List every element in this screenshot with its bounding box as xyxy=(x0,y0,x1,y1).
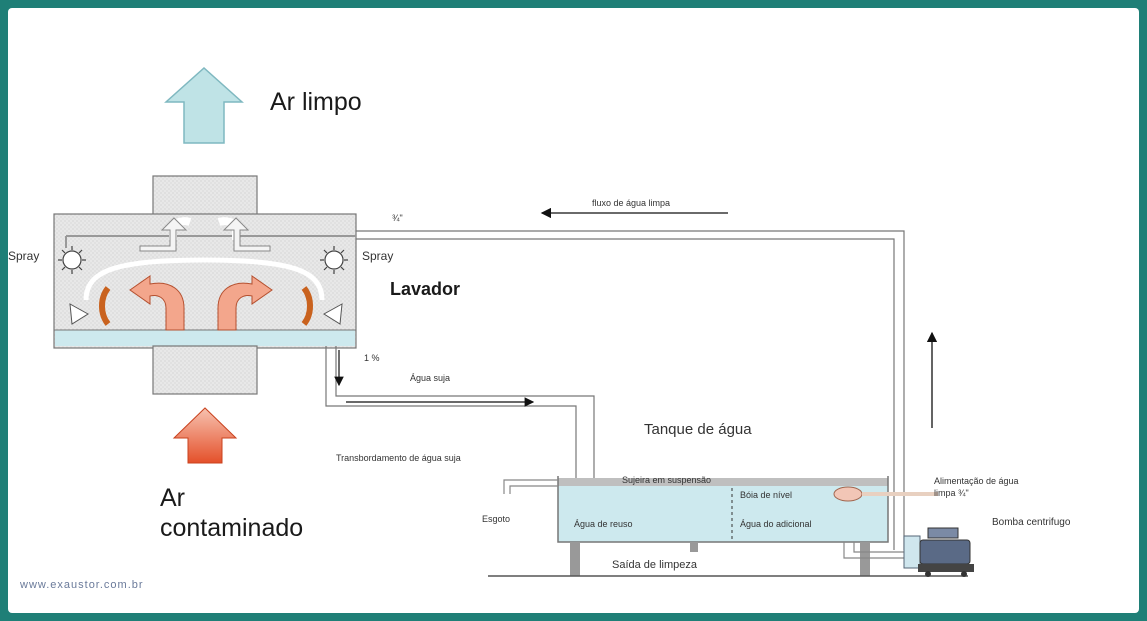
water-tank-label: Tanque de água xyxy=(644,421,752,438)
clean-water-flow-label: fluxo de água limpa xyxy=(592,198,671,208)
contaminated-air-label-line1: Ar xyxy=(160,484,185,512)
scrubber-label: Lavador xyxy=(390,279,461,299)
dirty-water-label: Água suja xyxy=(410,373,451,383)
scrubber-outlet-stack xyxy=(152,175,258,221)
dirty-water-pipe xyxy=(325,346,595,500)
centrifugal-pump xyxy=(903,527,974,577)
contaminated-air-arrow xyxy=(172,407,238,464)
dirty-water-pct-label: 1 % xyxy=(364,353,380,363)
scrubber-inlet-stack xyxy=(152,345,258,395)
reuse-water-label: Água de reuso xyxy=(574,519,633,529)
clean-air-arrow xyxy=(164,66,244,144)
internal-airflow-arrow-left xyxy=(129,275,185,331)
added-water-label: Água do adicional xyxy=(740,519,812,529)
suspended-dirt-layer xyxy=(558,478,888,486)
clean-water-feed-label-line2: limpa ¾" xyxy=(934,488,969,498)
dirty-overflow-label: Transbordamento de água suja xyxy=(336,453,461,463)
diagram-frame: Ar limpo Ar contaminado Spray Spray Lava… xyxy=(8,8,1139,613)
scrubber-system-diagram xyxy=(53,66,974,577)
pipe-size-label: ¾" xyxy=(392,213,403,223)
cleaning-outlet-label: Saída de limpeza xyxy=(612,559,697,571)
internal-airflow-arrow-right xyxy=(217,275,273,331)
scrubber-body xyxy=(53,213,357,349)
suspended-dirt-label: Sujeira em suspensão xyxy=(622,475,712,485)
centrifugal-pump-label: Bomba centrifugo xyxy=(992,517,1071,528)
water-tank xyxy=(557,476,889,543)
spray-left-label: Spray xyxy=(8,249,40,263)
website-watermark: www.exaustor.com.br xyxy=(20,579,144,591)
spray-right-label: Spray xyxy=(362,249,394,263)
contaminated-air-label-line2: contaminado xyxy=(160,514,304,542)
clean-water-pipe xyxy=(356,230,905,550)
sewer-label: Esgoto xyxy=(482,514,511,524)
spray-nozzle-left xyxy=(58,246,86,274)
overflow-outlet xyxy=(503,479,558,494)
level-float-label: Bóia de nível xyxy=(740,490,793,500)
clean-water-feed-label-line1: Alimentação de água xyxy=(934,476,1019,486)
clean-air-label: Ar limpo xyxy=(270,88,362,116)
water-tank-water xyxy=(558,486,888,542)
level-float xyxy=(833,486,863,502)
spray-nozzle-right xyxy=(320,246,348,274)
scrubber-water xyxy=(55,330,355,346)
